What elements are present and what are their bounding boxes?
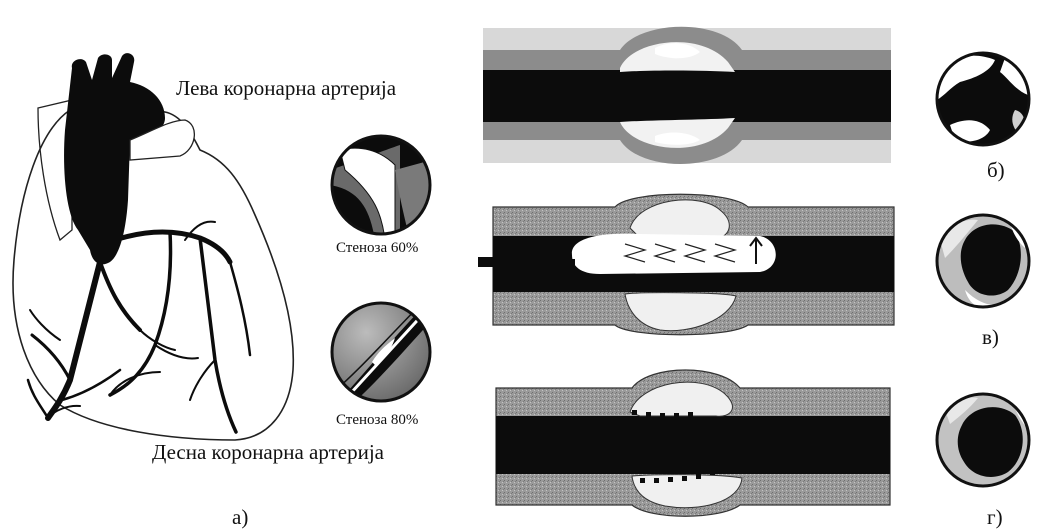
panel-v-label: в) [982,325,999,350]
panel-a-label: а) [232,505,248,530]
right-coronary-artery-label: Десна коронарна артерија [152,440,384,465]
stenosis-80-view [330,295,432,410]
left-coronary-artery-label: Лева коронарна артерија [176,76,396,101]
vessel-panel-v [478,194,894,335]
cross-section-g [937,394,1029,486]
coronary-branches [28,222,250,432]
heart-illustration [13,53,293,440]
vessel-panel-b [483,27,891,164]
cross-section-v [937,215,1029,308]
cross-section-b [937,53,1029,145]
stenosis-60-view [330,134,432,240]
stenosis-80-label: Стеноза 80% [336,412,418,429]
panel-b-label: б) [987,158,1005,183]
panel-g-label: г) [987,505,1003,530]
vessel-panel-g [496,370,890,516]
stenosis-60-label: Стеноза 60% [336,240,418,257]
